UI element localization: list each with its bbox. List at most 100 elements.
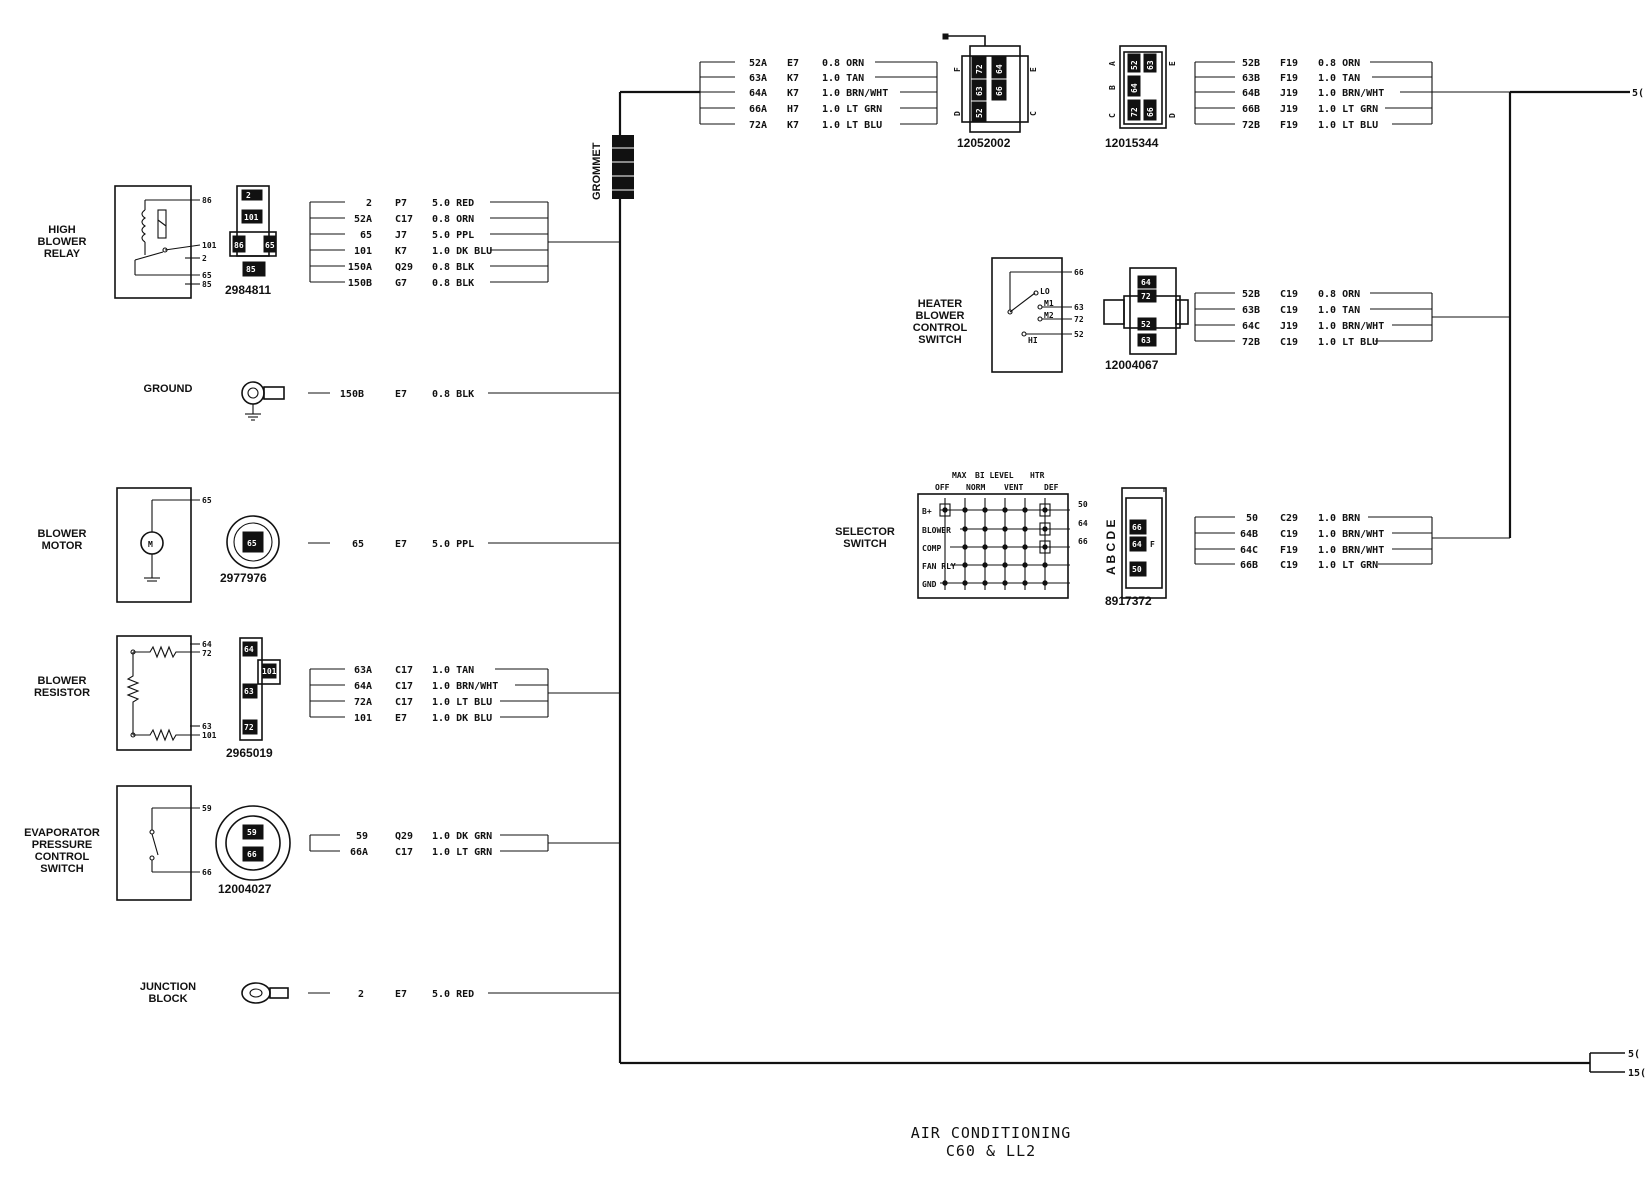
wire-location: C19	[1280, 529, 1298, 540]
diagram-title-line-1: AIR CONDITIONING	[911, 1124, 1072, 1142]
wire-circuit: 63B	[1242, 305, 1260, 316]
relay-label-2: BLOWER	[38, 236, 87, 248]
wire-circuit: 66B	[1240, 560, 1258, 571]
wire-location: K7	[395, 246, 407, 257]
wire-location: F19	[1280, 545, 1298, 556]
wire-circuit: 72B	[1242, 120, 1260, 131]
top2-part-number: 12015344	[1105, 136, 1159, 150]
wire-location: J7	[395, 230, 407, 241]
heater-pos-m1: M1	[1044, 299, 1054, 308]
svg-text:52: 52	[1130, 60, 1139, 70]
wire-circuit: 66B	[1242, 104, 1260, 115]
wire-location: K7	[787, 73, 799, 84]
svg-text:63: 63	[244, 687, 254, 696]
svg-text:64: 64	[995, 64, 1004, 74]
resistor-label-1: BLOWER	[38, 675, 87, 687]
wire-gauge-color: 5.0 PPL	[432, 230, 474, 241]
svg-text:2: 2	[246, 191, 251, 200]
svg-text:72: 72	[202, 649, 212, 658]
resistor-label-2: RESISTOR	[34, 687, 90, 699]
selector-row-blower: BLOWER	[922, 526, 951, 535]
svg-text:52: 52	[975, 108, 984, 118]
wire-circuit: 50	[1246, 513, 1258, 524]
offpage-ref-top: 5(	[1632, 88, 1644, 99]
motor-label-2: MOTOR	[42, 540, 83, 552]
wire-circuit: 64A	[354, 681, 372, 692]
svg-text:59: 59	[202, 804, 212, 813]
heater-label-1: HEATER	[918, 298, 962, 310]
wire-circuit: 65	[352, 539, 364, 550]
wire-location: F19	[1280, 73, 1298, 84]
svg-text:66: 66	[1132, 523, 1142, 532]
selector-label-2: SWITCH	[843, 538, 886, 550]
svg-text:72: 72	[1141, 292, 1151, 301]
wire-circuit: 64C	[1242, 321, 1260, 332]
wire-location: F19	[1280, 120, 1298, 131]
ground: GROUND 150B E7 0.8 BLK	[144, 381, 620, 421]
wire-circuit: 150B	[340, 389, 364, 400]
wire-location: E7	[395, 713, 407, 724]
wire-gauge-color: 1.0 LT GRN	[1318, 560, 1378, 571]
selector-mode-htr: HTR	[1030, 471, 1045, 480]
heater-pos-lo: LO	[1040, 287, 1050, 296]
svg-text:64: 64	[1078, 519, 1088, 528]
wire-location: E7	[395, 389, 407, 400]
svg-text:72: 72	[244, 723, 254, 732]
svg-text:C: C	[1108, 113, 1117, 118]
selector-row-gnd: GND	[922, 580, 937, 589]
selector-mode-bilevel: BI LEVEL	[975, 471, 1014, 480]
svg-text:72: 72	[1130, 107, 1139, 117]
svg-text:52: 52	[1141, 320, 1151, 329]
svg-text:101: 101	[202, 241, 217, 250]
svg-text:63: 63	[1146, 60, 1155, 70]
wire-location: J19	[1280, 321, 1298, 332]
wire-circuit: 66A	[749, 104, 767, 115]
svg-text:86: 86	[202, 196, 212, 205]
wire-location: E7	[395, 989, 407, 1000]
svg-text:64: 64	[244, 645, 254, 654]
svg-text:E: E	[1029, 67, 1038, 72]
wire-gauge-color: 1.0 LT GRN	[432, 847, 492, 858]
svg-text:65: 65	[247, 539, 257, 548]
wire-location: J19	[1280, 88, 1298, 99]
wire-circuit: 150B	[348, 278, 372, 289]
wire-gauge-color: 0.8 BLK	[432, 389, 474, 400]
wire-gauge-color: 1.0 TAN	[432, 665, 474, 676]
wire-circuit: 64A	[749, 88, 767, 99]
wire-gauge-color: 1.0 BRN/WHT	[1318, 529, 1384, 540]
junction-label-1: JUNCTION	[140, 981, 196, 993]
selector-grid	[939, 498, 1070, 590]
svg-text:72: 72	[975, 64, 984, 74]
selector-mode-def: DEF	[1044, 483, 1059, 492]
wire-gauge-color: 0.8 ORN	[432, 214, 474, 225]
wire-gauge-color: 1.0 DK BLU	[432, 246, 492, 257]
wire-location: G7	[395, 278, 407, 289]
motor-label-1: BLOWER	[38, 528, 87, 540]
evap-part-number: 12004027	[218, 882, 272, 896]
wire-gauge-color: 1.0 DK GRN	[432, 831, 492, 842]
relay-wire-table: 2 P7 5.0 RED 52A C17 0.8 ORN 65 J7 5.0 P…	[309, 198, 620, 289]
svg-text:64: 64	[1141, 278, 1151, 287]
selector-row-fanrly: FAN RLY	[922, 562, 956, 571]
selector-letters: A B C D E	[1104, 519, 1118, 575]
wire-circuit: 2	[358, 989, 364, 1000]
wire-gauge-color: 1.0 LT BLU	[822, 120, 882, 131]
evap-label-4: SWITCH	[40, 863, 83, 875]
wire-location: C19	[1280, 289, 1298, 300]
evap-label-1: EVAPORATOR	[24, 827, 100, 839]
svg-text:66: 66	[202, 868, 212, 877]
wire-circuit: 63A	[749, 73, 767, 84]
wire-gauge-color: 1.0 LT BLU	[1318, 120, 1378, 131]
wire-location: K7	[787, 88, 799, 99]
wire-circuit: 59	[356, 831, 368, 842]
svg-text:A: A	[1108, 61, 1117, 66]
resistor-part-number: 2965019	[226, 746, 273, 760]
svg-text:50: 50	[1132, 565, 1142, 574]
wire-location: C19	[1280, 560, 1298, 571]
wire-location: C17	[395, 697, 413, 708]
wire-gauge-color: 1.0 BRN/WHT	[432, 681, 498, 692]
wire-gauge-color: 1.0 LT GRN	[822, 104, 882, 115]
wire-gauge-color: 1.0 LT BLU	[432, 697, 492, 708]
svg-text:64: 64	[1132, 540, 1142, 549]
